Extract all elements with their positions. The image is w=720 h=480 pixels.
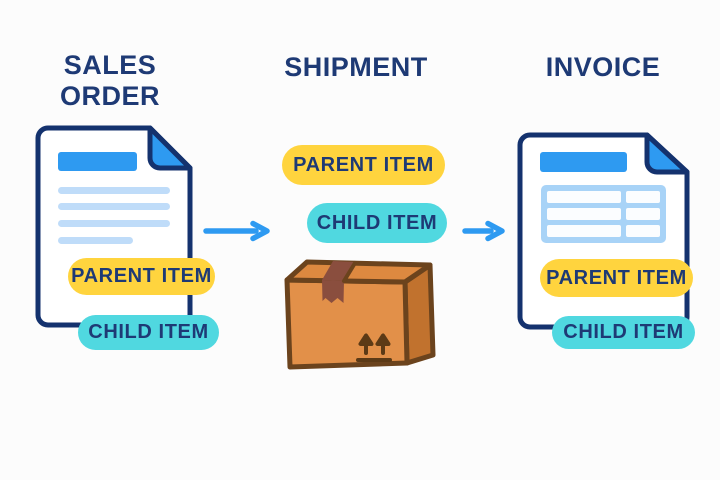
packing-tape (322, 280, 344, 303)
flow-arrow-icon (462, 220, 505, 242)
invoice-document-icon (517, 132, 690, 330)
parent-item-badge: PARENT ITEM (68, 258, 215, 295)
child-item-label: CHILD ITEM (563, 321, 684, 343)
document-header-bar (58, 152, 137, 171)
parent-item-badge: PARENT ITEM (282, 145, 445, 185)
child-item-badge: CHILD ITEM (78, 315, 219, 350)
shipping-box-icon (284, 259, 436, 370)
child-item-label: CHILD ITEM (88, 321, 209, 343)
parent-item-label: PARENT ITEM (293, 153, 434, 176)
parent-item-label: PARENT ITEM (546, 266, 687, 289)
document-header-bar (540, 152, 627, 172)
document-text-line (58, 237, 133, 244)
invoice-title: INVOICE (545, 52, 661, 82)
document-text-line (58, 203, 170, 210)
child-item-label: CHILD ITEM (316, 211, 438, 234)
flow-arrow-icon (203, 220, 270, 242)
document-text-line (58, 220, 170, 227)
shipment-title: SHIPMENT (284, 52, 428, 82)
child-item-badge: CHILD ITEM (307, 203, 447, 243)
child-item-badge: CHILD ITEM (552, 316, 695, 349)
this-side-up-icon (356, 333, 392, 362)
document-text-line (58, 187, 170, 194)
invoice-table (541, 185, 666, 243)
sales-order-title: SALES ORDER (59, 50, 160, 111)
page-fold-corner (147, 125, 193, 171)
parent-item-badge: PARENT ITEM (540, 259, 693, 297)
page-fold-corner (644, 132, 690, 175)
parent-item-label: PARENT ITEM (71, 265, 212, 287)
